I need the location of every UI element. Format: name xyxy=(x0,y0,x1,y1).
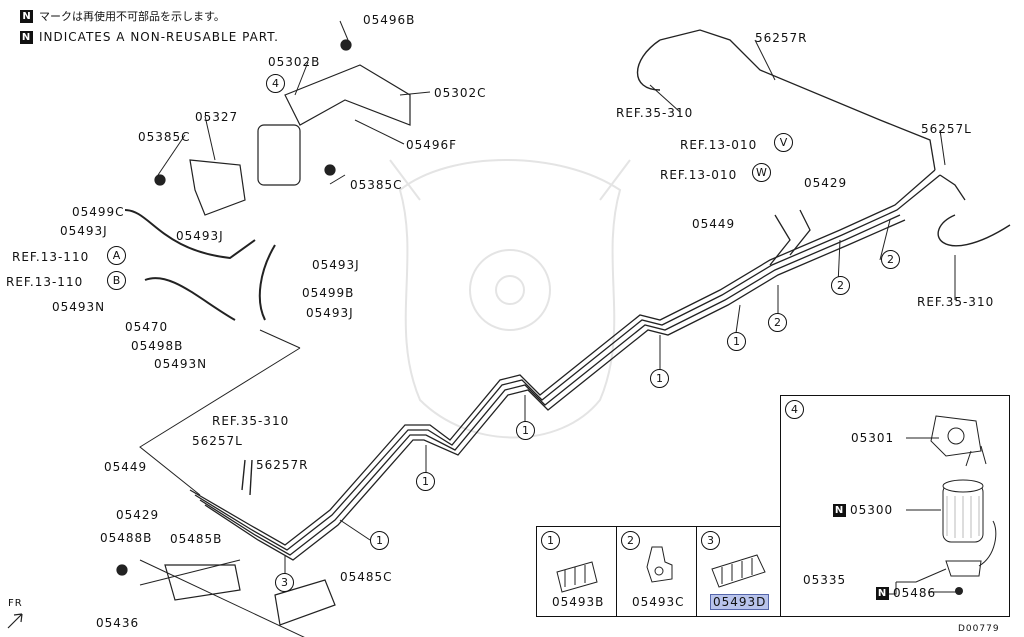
part-label[interactable]: 05335 xyxy=(803,573,847,587)
ref-label[interactable]: REF.13-010 xyxy=(660,168,738,182)
callout-b[interactable]: B xyxy=(107,271,126,290)
part-label[interactable]: 05493N xyxy=(154,357,208,371)
part-label[interactable]: 56257L xyxy=(192,434,243,448)
callout-1[interactable]: 1 xyxy=(416,472,435,491)
part-label[interactable]: 05449 xyxy=(692,217,736,231)
ref-label[interactable]: REF.13-110 xyxy=(12,250,90,264)
fuel-line-bundle xyxy=(189,29,966,561)
filter-detail-panel: 4 05301 N 05300 05335 N 05486 xyxy=(780,395,1010,617)
callout-w[interactable]: W xyxy=(752,163,771,182)
legend-en: N INDICATES A NON-REUSABLE PART. xyxy=(20,30,279,44)
ref-label[interactable]: REF.13-110 xyxy=(6,275,84,289)
part-label[interactable]: 05470 xyxy=(125,320,169,334)
ref-label[interactable]: REF.35-310 xyxy=(616,106,694,120)
legend-jp-text: マークは再使用不可部品を示します。 xyxy=(39,10,225,23)
part-label[interactable]: 05327 xyxy=(195,110,239,124)
clip-part-label[interactable]: 05493B xyxy=(552,595,605,609)
callout-v[interactable]: V xyxy=(774,133,793,152)
part-label[interactable]: 05493J xyxy=(60,224,108,238)
part-label[interactable]: 56257R xyxy=(755,31,808,45)
clip-part-label[interactable]: 05493D xyxy=(710,594,770,610)
part-label[interactable]: 05429 xyxy=(116,508,160,522)
n-symbol-icon: N xyxy=(20,9,33,23)
callout-1[interactable]: 1 xyxy=(727,332,746,351)
ref-label[interactable]: REF.35-310 xyxy=(917,295,995,309)
part-label[interactable]: 05498B xyxy=(131,339,184,353)
part-label[interactable]: 05429 xyxy=(804,176,848,190)
part-label[interactable]: 05499C xyxy=(72,205,125,219)
clip-part-label[interactable]: 05493C xyxy=(632,595,685,609)
part-label[interactable]: 05385C xyxy=(138,130,191,144)
ref-label[interactable]: REF.35-310 xyxy=(212,414,290,428)
clip-panel-2[interactable]: 2 05493C xyxy=(616,526,698,617)
callout-2[interactable]: 2 xyxy=(881,250,900,269)
callout-a[interactable]: A xyxy=(107,246,126,265)
clip-05493c-icon xyxy=(646,546,673,583)
part-label[interactable]: 05301 xyxy=(851,431,895,445)
part-label[interactable]: 05449 xyxy=(104,460,148,474)
part-label[interactable]: 05496B xyxy=(363,13,416,27)
part-label[interactable]: 05493J xyxy=(176,229,224,243)
front-arrow-icon xyxy=(7,613,23,629)
part-label[interactable]: 05385C xyxy=(350,178,403,192)
callout-2[interactable]: 2 xyxy=(831,276,850,295)
callout-4[interactable]: 4 xyxy=(266,74,285,93)
diagram-code: D00779 xyxy=(958,624,1000,634)
part-label[interactable]: 05499B xyxy=(302,286,355,300)
part-label[interactable]: 56257L xyxy=(921,122,972,136)
part-label[interactable]: 05488B xyxy=(100,531,153,545)
callout-1[interactable]: 1 xyxy=(650,369,669,388)
part-label[interactable]: 05485C xyxy=(340,570,393,584)
clip-panel-3[interactable]: 3 05493D xyxy=(696,526,781,617)
callout-2[interactable]: 2 xyxy=(768,313,787,332)
clip-05493d-icon xyxy=(711,554,766,588)
lower-brackets xyxy=(116,564,336,626)
legend-jp: N マークは再使用不可部品を示します。 xyxy=(20,8,225,24)
part-label[interactable]: 05302B xyxy=(268,55,321,69)
part-label[interactable]: 05493J xyxy=(312,258,360,272)
part-label[interactable]: 05436 xyxy=(96,616,140,630)
part-label-nonreusable[interactable]: N 05300 xyxy=(833,503,894,517)
part-label[interactable]: 05493N xyxy=(52,300,106,314)
part-label[interactable]: 05496F xyxy=(406,138,458,152)
legend-en-text: INDICATES A NON-REUSABLE PART. xyxy=(39,30,279,44)
clip-num: 1 xyxy=(541,531,560,550)
part-label[interactable]: 05493J xyxy=(306,306,354,320)
watermark-crest xyxy=(389,159,631,439)
filter-bracket-assembly xyxy=(154,39,411,216)
callout-1[interactable]: 1 xyxy=(516,421,535,440)
clip-num: 3 xyxy=(701,531,720,550)
upper-hoses xyxy=(124,209,276,321)
callout-1[interactable]: 1 xyxy=(370,531,389,550)
part-label[interactable]: 05485B xyxy=(170,532,223,546)
part-label[interactable]: 56257R xyxy=(256,458,309,472)
clip-num: 2 xyxy=(621,531,640,550)
clip-05493b-icon xyxy=(556,561,598,593)
ref-hoses xyxy=(241,39,1011,496)
n-symbol-icon: N xyxy=(833,503,846,517)
clip-panel-1[interactable]: 1 05493B xyxy=(536,526,618,617)
part-label[interactable]: 05302C xyxy=(434,86,487,100)
filter-assembly-icon xyxy=(876,415,997,595)
front-label: FR xyxy=(8,598,23,609)
panel-num: 4 xyxy=(785,400,804,419)
ref-label[interactable]: REF.13-010 xyxy=(680,138,758,152)
n-symbol-icon: N xyxy=(20,30,33,44)
part-label-nonreusable[interactable]: N 05486 xyxy=(876,586,937,600)
n-symbol-icon: N xyxy=(876,586,889,600)
callout-3[interactable]: 3 xyxy=(275,573,294,592)
